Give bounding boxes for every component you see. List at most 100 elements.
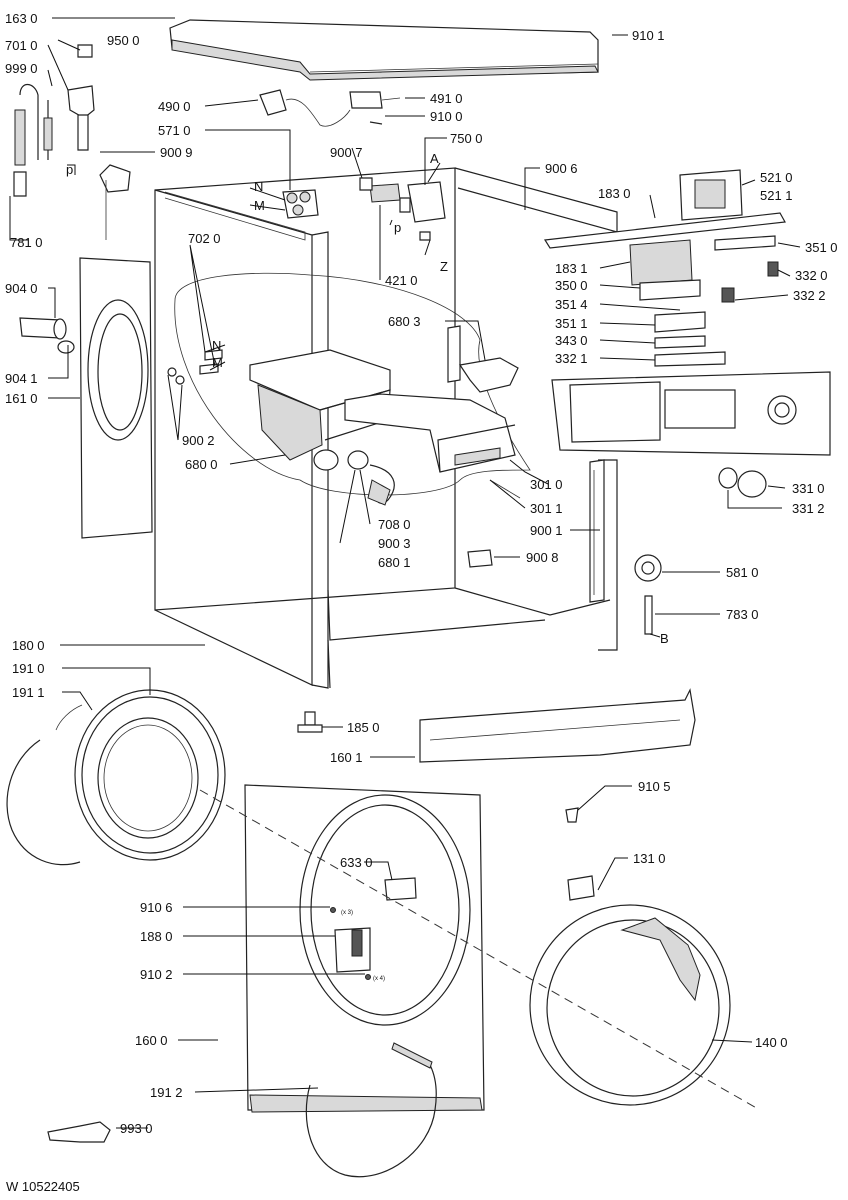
callout-3500: 350 0 bbox=[555, 278, 588, 293]
callout-4900: 490 0 bbox=[158, 99, 191, 114]
callout-7500: 750 0 bbox=[450, 131, 483, 146]
callout-1630: 163 0 bbox=[5, 11, 38, 26]
callout-9106: 910 6 bbox=[140, 900, 173, 915]
cabinet bbox=[154, 167, 618, 689]
inlet-valves bbox=[259, 89, 401, 219]
pump-assembly bbox=[359, 177, 446, 241]
spanner-tool bbox=[47, 1121, 111, 1143]
callout-1850: 185 0 bbox=[347, 720, 380, 735]
callout-3322: 332 2 bbox=[793, 288, 826, 303]
quantity-note-x3: (x 3) bbox=[341, 910, 353, 916]
callout-Z: Z bbox=[440, 259, 448, 274]
callout-p-1: p bbox=[66, 162, 73, 177]
callout-7810: 781 0 bbox=[10, 235, 43, 250]
callout-5810: 581 0 bbox=[726, 565, 759, 580]
callout-M-2: M bbox=[212, 355, 223, 370]
callout-7010: 701 0 bbox=[5, 38, 38, 53]
filter-parts bbox=[167, 349, 223, 385]
control-console bbox=[543, 169, 831, 456]
callout-9003: 900 3 bbox=[378, 536, 411, 551]
callout-9930: 993 0 bbox=[120, 1121, 153, 1136]
callout-3010: 301 0 bbox=[530, 477, 563, 492]
callout-3321: 332 1 bbox=[555, 351, 588, 366]
callout-7080: 708 0 bbox=[378, 517, 411, 532]
front-panel bbox=[244, 784, 485, 1113]
callout-4210: 421 0 bbox=[385, 273, 418, 288]
top-cover bbox=[169, 19, 599, 81]
transport-bolt bbox=[19, 317, 75, 354]
callout-N-2: N bbox=[212, 338, 221, 353]
callout-7020: 702 0 bbox=[188, 231, 221, 246]
door-seal bbox=[305, 1042, 437, 1178]
callout-3430: 343 0 bbox=[555, 333, 588, 348]
detergent-drawer bbox=[344, 393, 521, 499]
callout-1601: 160 1 bbox=[330, 750, 363, 765]
callout-6801: 680 1 bbox=[378, 555, 411, 570]
callout-M-1: M bbox=[254, 198, 265, 213]
callout-B: B bbox=[660, 631, 669, 646]
hose-assembly bbox=[13, 44, 131, 240]
callout-6800: 680 0 bbox=[185, 457, 218, 472]
callout-9500: 950 0 bbox=[107, 33, 140, 48]
callout-6803: 680 3 bbox=[388, 314, 421, 329]
callout-1910: 191 0 bbox=[12, 661, 45, 676]
callout-3312: 331 2 bbox=[792, 501, 825, 516]
callout-1911: 191 1 bbox=[12, 685, 45, 700]
dispenser-housing bbox=[249, 349, 395, 506]
screw-9105 bbox=[565, 807, 579, 823]
callout-1912: 191 2 bbox=[150, 1085, 183, 1100]
door-assembly bbox=[6, 689, 226, 866]
callout-3320: 332 0 bbox=[795, 268, 828, 283]
callout-3511: 351 1 bbox=[555, 316, 588, 331]
foot bbox=[297, 711, 323, 733]
rear-panel bbox=[79, 257, 153, 539]
callout-9990: 999 0 bbox=[5, 61, 38, 76]
callout-9009: 900 9 bbox=[160, 145, 193, 160]
callout-1880: 188 0 bbox=[140, 929, 173, 944]
kick-plate bbox=[419, 688, 696, 763]
callout-9105: 910 5 bbox=[638, 779, 671, 794]
callout-3514: 351 4 bbox=[555, 297, 588, 312]
part-drawings bbox=[6, 19, 831, 1178]
callout-9001: 900 1 bbox=[530, 523, 563, 538]
program-knob bbox=[718, 467, 767, 498]
quantity-note-x4: (x 4) bbox=[373, 976, 385, 982]
callout-1600: 160 0 bbox=[135, 1033, 168, 1048]
leader-lines bbox=[9, 17, 801, 1129]
pressure-sensor bbox=[634, 554, 662, 635]
door-bowl bbox=[529, 904, 731, 1106]
hinge bbox=[567, 875, 595, 901]
callout-1400: 140 0 bbox=[755, 1035, 788, 1050]
callout-5210: 521 0 bbox=[760, 170, 793, 185]
callout-3011: 301 1 bbox=[530, 501, 563, 516]
callout-3310: 331 0 bbox=[792, 481, 825, 496]
callout-9041: 904 1 bbox=[5, 371, 38, 386]
callout-5211: 521 1 bbox=[760, 188, 793, 203]
callout-9102: 910 2 bbox=[140, 967, 173, 982]
callout-9006: 900 6 bbox=[545, 161, 578, 176]
callout-6330: 633 0 bbox=[340, 855, 373, 870]
callout-labels: 163 0 701 0 950 0 999 0 910 1 490 0 491 … bbox=[5, 11, 838, 1194]
callout-5710: 571 0 bbox=[158, 123, 191, 138]
side-bracket bbox=[589, 459, 605, 603]
callout-9100: 910 0 bbox=[430, 109, 463, 124]
callout-N-1: N bbox=[254, 179, 263, 194]
callout-1610: 161 0 bbox=[5, 391, 38, 406]
callout-3510: 351 0 bbox=[805, 240, 838, 255]
callout-9101: 910 1 bbox=[632, 28, 665, 43]
callout-1830: 183 0 bbox=[598, 186, 631, 201]
callout-9002: 900 2 bbox=[182, 433, 215, 448]
callout-4910: 491 0 bbox=[430, 91, 463, 106]
callout-7830: 783 0 bbox=[726, 607, 759, 622]
assembly-axis bbox=[199, 789, 761, 1111]
callout-9040: 904 0 bbox=[5, 281, 38, 296]
callout-9007: 900 7 bbox=[330, 145, 363, 160]
siphon-part bbox=[447, 325, 519, 393]
callout-9008: 900 8 bbox=[526, 550, 559, 565]
callout-p-2: p bbox=[394, 220, 401, 235]
callout-1831: 183 1 bbox=[555, 261, 588, 276]
document-id: W 10522405 bbox=[6, 1179, 80, 1194]
callout-A: A bbox=[430, 151, 439, 166]
callout-1310: 131 0 bbox=[633, 851, 666, 866]
